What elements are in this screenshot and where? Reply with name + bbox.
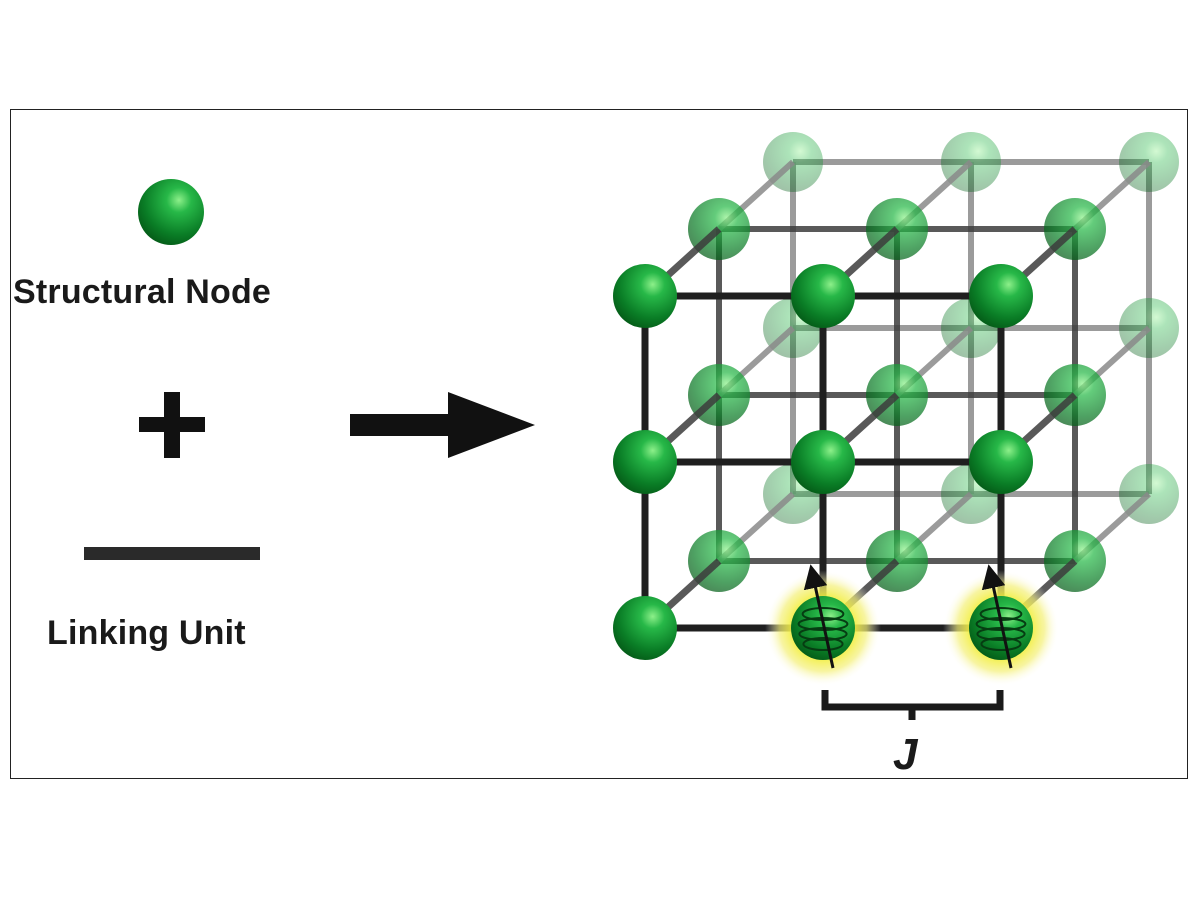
coupling-constant-label: J <box>893 730 918 779</box>
figure-frame <box>10 109 1188 779</box>
lattice-node <box>613 264 677 328</box>
plus-sign <box>139 392 205 458</box>
lattice-node <box>791 264 855 328</box>
lattice-node <box>613 596 677 660</box>
structural-node-sphere <box>138 179 204 245</box>
lattice-node <box>613 430 677 494</box>
spin-ring <box>802 637 844 651</box>
lattice-node <box>791 430 855 494</box>
spin-arrow-icon <box>803 564 835 669</box>
cubic-lattice <box>613 132 1179 686</box>
spin-ring <box>980 637 1022 651</box>
lattice-node <box>969 264 1033 328</box>
spin-arrow-icon <box>981 564 1013 669</box>
right-arrow-icon <box>350 392 535 458</box>
linking-unit-bar <box>84 547 260 560</box>
linking-unit-label: Linking Unit <box>47 614 246 652</box>
coupling-bracket <box>821 690 1004 720</box>
lattice-node <box>969 430 1033 494</box>
structural-node-label: Structural Node <box>13 273 272 311</box>
